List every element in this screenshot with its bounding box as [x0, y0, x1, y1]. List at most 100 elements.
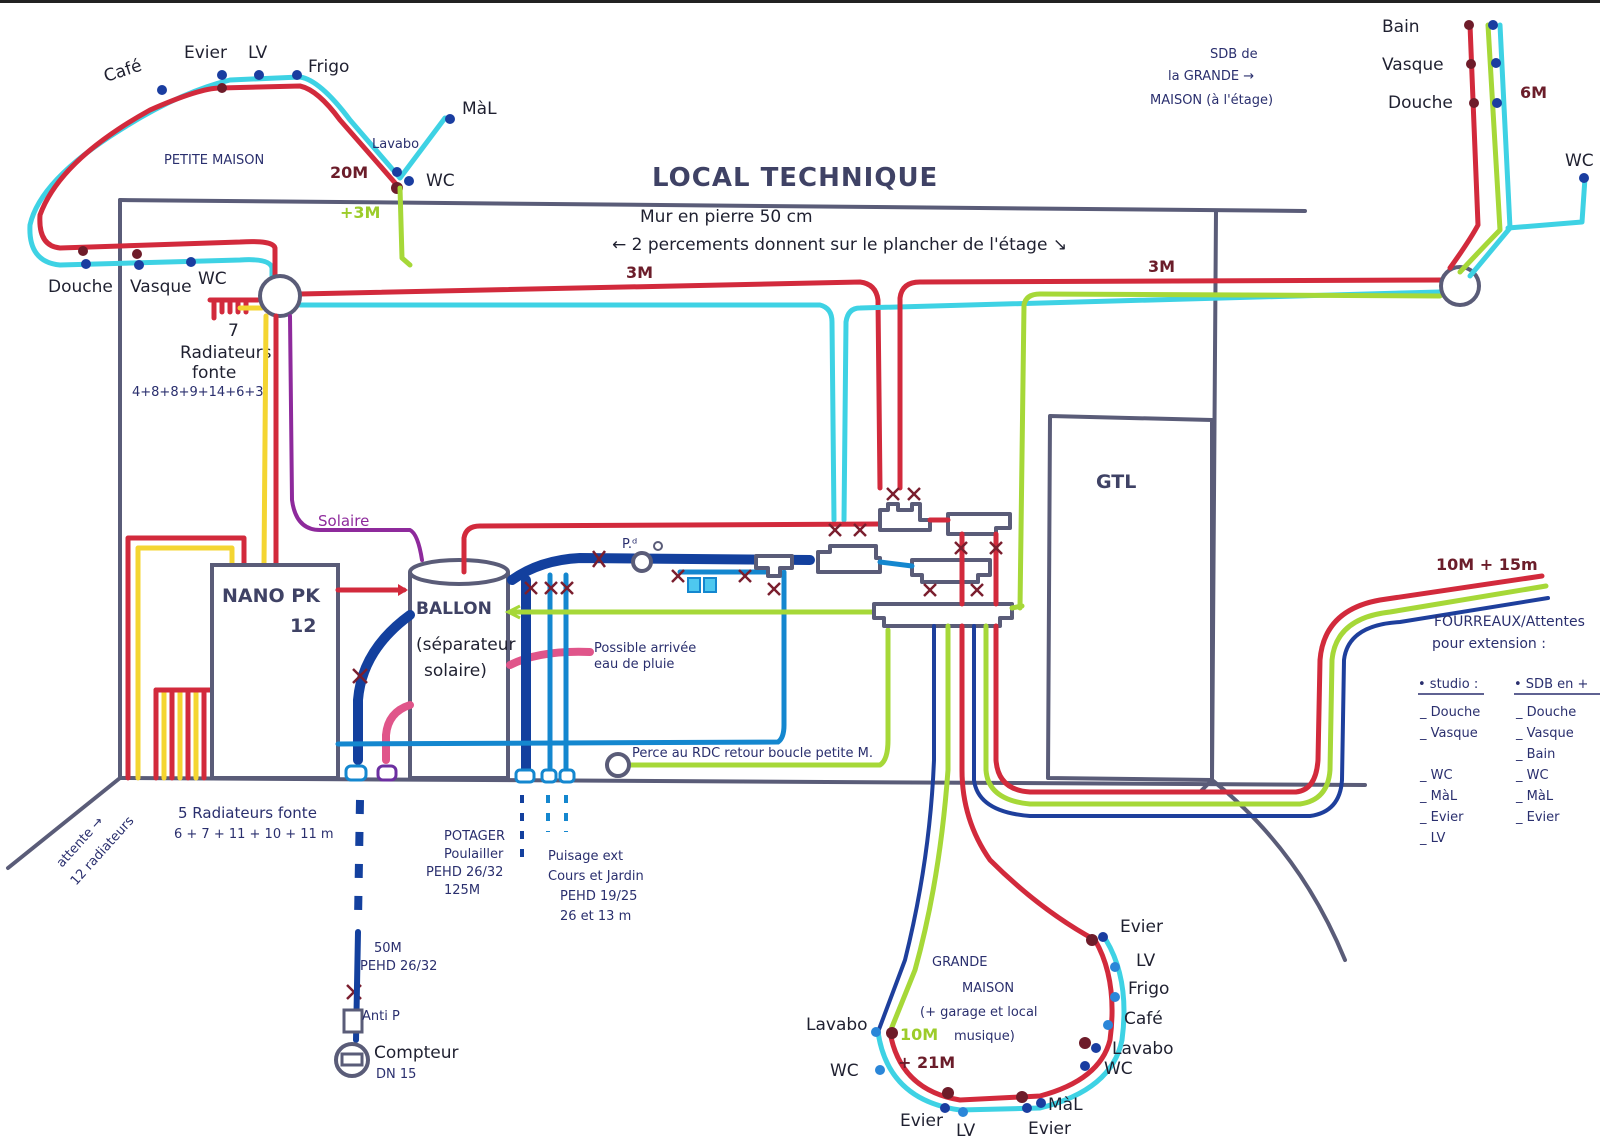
fixture-dot-evier-hot	[217, 83, 227, 93]
hot-main-right	[897, 277, 1448, 491]
fixture-dot-frigo	[1110, 992, 1120, 1002]
gm-label-lavabo: Lavabo	[1112, 1039, 1174, 1059]
fixture-dot-evier3-hot	[1086, 934, 1098, 946]
radiators-7-label1: Radiateurs	[180, 343, 272, 363]
fixture-dot-evier	[217, 70, 227, 80]
label-wc: WC	[426, 171, 455, 191]
radiators-5-loop-outer	[125, 535, 247, 781]
ballon-label-line2: (séparateur	[416, 635, 515, 655]
fixture-dot-douche	[1492, 98, 1502, 108]
fixture-dot-cafe	[1103, 1020, 1113, 1030]
manifold-link	[877, 559, 915, 569]
grande-maison-distance-red: + 21M	[898, 1053, 955, 1072]
rainwater-inlet	[506, 647, 594, 669]
water-meter-dial	[340, 1052, 364, 1067]
grande-maison-supply	[876, 624, 936, 1034]
petite-maison-distance: 20M	[330, 163, 368, 182]
fixture-dot-wc	[875, 1065, 885, 1075]
top-border	[0, 0, 1600, 3]
extension-item: _ Vasque	[1419, 726, 1478, 741]
potager-line2: Poulailler	[444, 847, 504, 862]
label-mal: MàL	[462, 99, 497, 119]
grande-maison-cold	[875, 937, 1127, 1113]
sdb-hot-riser	[1447, 22, 1481, 271]
fixture-dot-vasque-hot	[1466, 59, 1476, 69]
petite-maison-cold-pipe	[27, 74, 448, 303]
pressure-reducer-label: P.ᵈ	[622, 537, 637, 552]
fixture-dot-evier2-hot	[1016, 1091, 1028, 1103]
gm-label-frigo: Frigo	[1128, 979, 1169, 999]
fixture-dot-douche	[81, 259, 91, 269]
grande-maison-label-line2: MAISON	[962, 981, 1014, 996]
main-supply-header	[507, 553, 815, 585]
page-title: LOCAL TECHNIQUE	[652, 163, 938, 193]
technical-room-top-wall	[118, 198, 1307, 213]
puisage-line1: Puisage ext	[548, 849, 623, 864]
grande-maison-label-line4: musique)	[954, 1029, 1015, 1044]
radiators-5-lengths: 6 + 7 + 11 + 10 + 11 m	[174, 827, 334, 842]
manifolds	[754, 502, 1014, 628]
nano-pk-boiler	[210, 563, 340, 780]
extension-studio-heading: • studio :	[1418, 677, 1478, 692]
valve-icon	[738, 569, 752, 583]
grande-maison-label-line1: GRANDE	[932, 955, 987, 970]
ballon-label-line1: BALLON	[416, 599, 492, 619]
valve-icon	[828, 523, 842, 537]
gauge-icon	[653, 541, 663, 551]
arrow-icon	[504, 604, 521, 620]
manifold-bottom	[872, 602, 1014, 628]
hot-main-left	[297, 279, 883, 491]
fixture-dot-lavabo2	[1091, 1043, 1101, 1053]
extension-item: _ WC	[1419, 768, 1453, 783]
gm-label-wc2: WC	[830, 1061, 859, 1081]
tee-fitting	[754, 554, 794, 578]
nano-pk-label-line2: 12	[290, 615, 316, 637]
fixture-dot-vasque	[134, 260, 144, 270]
gm-label-mal: MàL	[1048, 1095, 1083, 1115]
wall-note-line1: Mur en pierre 50 cm	[640, 207, 813, 227]
ballon-tank	[408, 572, 510, 780]
petite-maison-loop	[27, 70, 455, 303]
anti-pollution-valve-icon	[342, 1008, 364, 1034]
petite-maison-return-pipe	[397, 185, 413, 268]
grande-maison-return	[887, 623, 951, 1035]
fixture-dot-frigo	[292, 70, 302, 80]
antip-label: Anti P	[362, 1009, 400, 1024]
sdb-label-line3: MAISON (à l'étage)	[1150, 93, 1273, 108]
label-lavabo: Lavabo	[372, 137, 419, 152]
radiators-7-label2: fonte	[192, 363, 236, 383]
fixture-dot-mal	[1036, 1098, 1046, 1108]
ballon-label-line3: solaire)	[424, 661, 487, 681]
pressure-reducer-icon	[631, 551, 653, 573]
valve-icon	[671, 569, 685, 583]
outlet-icon	[344, 764, 368, 782]
extension-return	[983, 583, 1549, 807]
fixture-dot-wc2	[186, 257, 196, 267]
nano-pk-label-line1: NANO PK	[222, 585, 321, 607]
puisage-line3: PEHD 19/25	[560, 889, 637, 904]
puisage-line2: Cours et Jardin	[548, 869, 644, 884]
manifold-main-cold	[816, 544, 882, 574]
perspective-left	[6, 776, 122, 870]
cold-main-left	[297, 302, 837, 523]
main-supply-to-ballon	[353, 610, 415, 765]
fixture-dot-evier3	[1098, 932, 1108, 942]
valve-icon	[544, 581, 558, 595]
rain-note-line1: Possible arrivée	[594, 641, 696, 656]
fixture-dot-wc2	[1080, 1061, 1090, 1071]
radiators-5-loop-inner	[135, 545, 235, 781]
extension-sdb-heading: • SDB en +	[1514, 677, 1588, 692]
fixture-dot-vasque	[1491, 58, 1501, 68]
valve-icon	[970, 583, 984, 597]
gm-label-lv: LV	[1136, 951, 1156, 971]
outlet-icon	[540, 768, 558, 784]
valve-icon	[524, 581, 538, 595]
fixture-dot-lv	[254, 70, 264, 80]
petite-maison-hot-pipe	[37, 83, 399, 298]
loop-return-left	[335, 569, 787, 747]
sdb-wc-branch	[1505, 175, 1588, 231]
gm-label-evier: Evier	[1120, 917, 1163, 937]
label-wc: WC	[1565, 151, 1594, 171]
extension-item: _ WC	[1515, 768, 1549, 783]
